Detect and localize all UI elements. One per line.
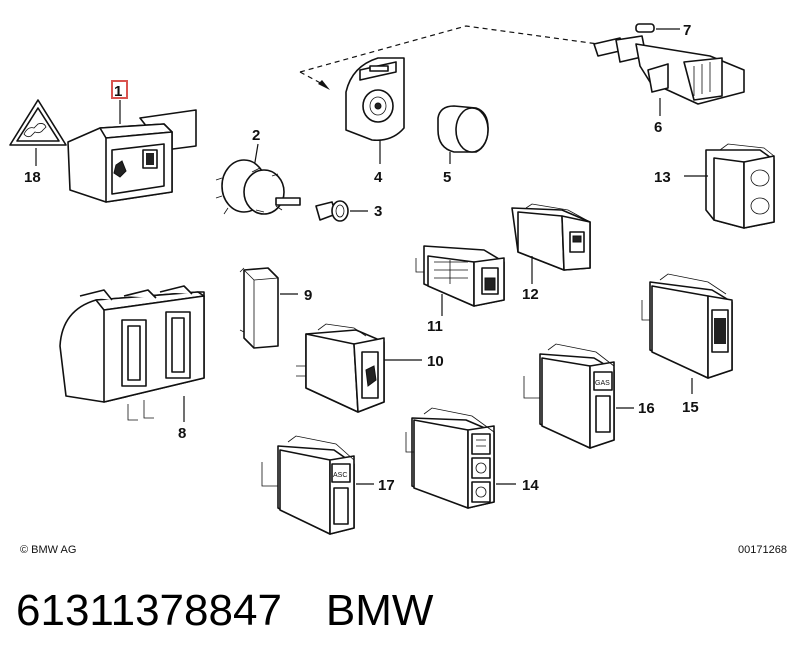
part-12-rocker-switch bbox=[511, 203, 591, 284]
label-15: 15 bbox=[682, 399, 699, 416]
label-11: 11 bbox=[427, 318, 443, 335]
label-6: 6 bbox=[654, 119, 662, 136]
part-8-switch-frame bbox=[59, 285, 205, 422]
label-12: 12 bbox=[522, 286, 539, 303]
part-9-blank-cover bbox=[239, 267, 298, 349]
part-7-bulb bbox=[635, 23, 680, 33]
part-18-warning-triangle bbox=[9, 99, 67, 166]
part-11-vented-switch bbox=[415, 245, 505, 316]
label-10: 10 bbox=[427, 353, 444, 370]
label-7: 7 bbox=[683, 22, 691, 39]
highlight-box bbox=[111, 80, 128, 99]
label-13: 13 bbox=[654, 169, 671, 186]
gas-label: GAS bbox=[595, 380, 610, 387]
part-17-asc-switch: ASC bbox=[261, 435, 374, 535]
label-18: 18 bbox=[24, 169, 41, 186]
label-17: 17 bbox=[378, 477, 395, 494]
label-16: 16 bbox=[638, 400, 655, 417]
label-8: 8 bbox=[178, 425, 186, 442]
part-4-knob-plate bbox=[345, 57, 405, 164]
part-5-cap bbox=[437, 105, 489, 164]
label-5: 5 bbox=[443, 169, 451, 186]
part-14-triple-switch bbox=[405, 407, 516, 509]
part-3-screw bbox=[315, 200, 368, 222]
parts-diagram: GAS ASC 1 2 3 4 5 6 7 8 9 10 11 bbox=[9, 22, 787, 556]
label-9: 9 bbox=[304, 287, 312, 304]
label-1: 1 bbox=[114, 83, 122, 100]
brand-name: BMW bbox=[325, 586, 434, 635]
part-number: 61311378847 bbox=[16, 586, 282, 635]
part-number-footer: 61311378847 BMW bbox=[16, 586, 433, 636]
part-15-defog-switch bbox=[641, 273, 733, 394]
part-13-switch-block bbox=[684, 143, 775, 229]
dashed-leader bbox=[299, 25, 599, 90]
label-14: 14 bbox=[522, 477, 539, 494]
asc-label: ASC bbox=[333, 472, 347, 479]
copyright-notice: © BMW AG bbox=[20, 544, 76, 556]
label-3: 3 bbox=[374, 203, 382, 220]
part-16-gas-switch: GAS bbox=[523, 343, 634, 449]
part-2-rotary-switch bbox=[215, 143, 301, 215]
part-1-seat-switch[interactable] bbox=[67, 80, 197, 203]
drawing-number: 00171268 bbox=[738, 544, 787, 556]
label-4: 4 bbox=[374, 169, 383, 186]
part-6-slide-switch bbox=[593, 35, 745, 116]
label-2: 2 bbox=[252, 127, 260, 144]
part-10-rocker-switch bbox=[296, 323, 422, 413]
